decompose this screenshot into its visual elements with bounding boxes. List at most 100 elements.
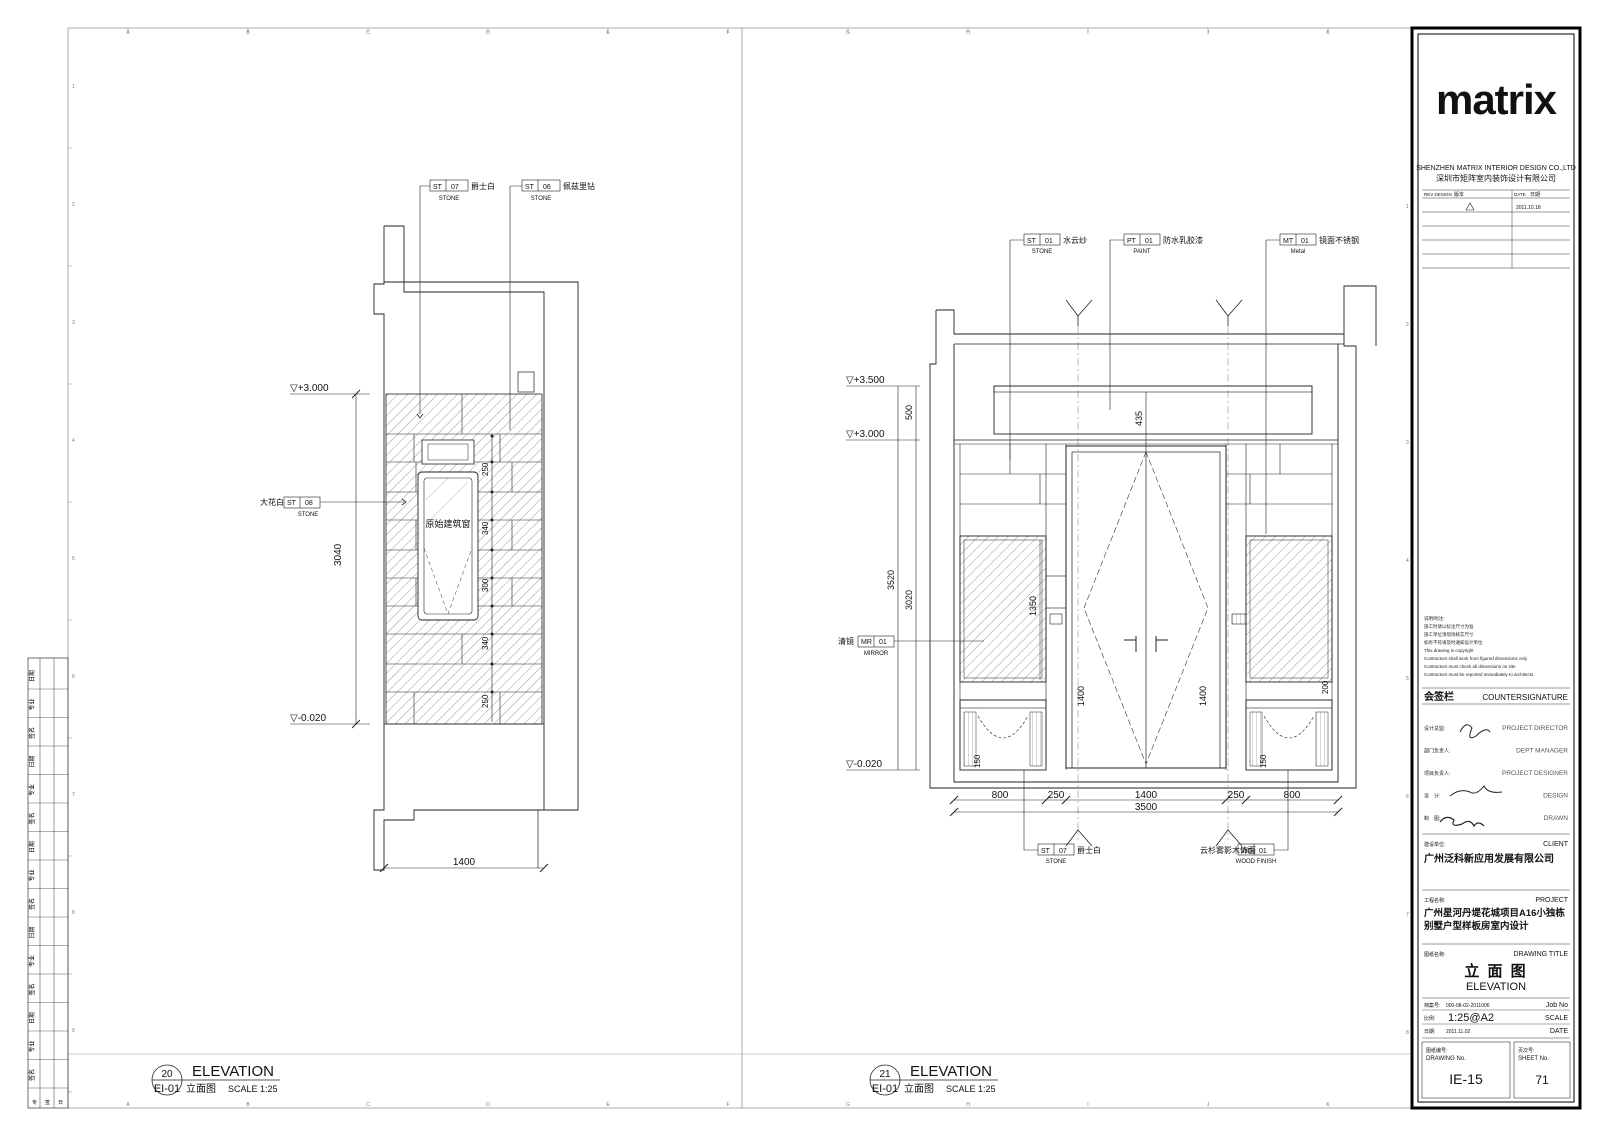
level-3000: ▽+3.000	[846, 429, 885, 440]
svg-text:STONE: STONE	[1032, 249, 1053, 255]
grid-letter-top: J	[1207, 30, 1210, 36]
grid-letter-bottom: C	[366, 1102, 370, 1108]
material-tag-st01: ST 01 水云纱 STONE	[1009, 233, 1087, 460]
grid-number: 6	[1406, 794, 1409, 800]
strip-label: 专业	[28, 869, 36, 881]
grid-letter-top: F	[726, 30, 729, 36]
svg-text:比例:: 比例:	[1424, 1015, 1435, 1022]
svg-text:ST: ST	[1041, 848, 1051, 855]
elevation-21-title: 21 EI-01 ELEVATION 立面图 SCALE 1:25	[869, 1063, 998, 1096]
grid-number: 3	[1406, 440, 1409, 446]
grid-letter-top: I	[1087, 30, 1088, 36]
strip-label: 签名	[28, 983, 36, 995]
svg-text:COUNTERSIGNATURE: COUNTERSIGNATURE	[1482, 693, 1568, 702]
sheet-number: 71	[1535, 1073, 1549, 1087]
grid-letter-bottom: E	[606, 1102, 610, 1108]
role-label-cn: 制 图:	[1424, 815, 1440, 822]
elevation-21: 435 ▽+3.500 ▽+3.000 ▽-0.020 500 3520 302…	[838, 233, 1377, 865]
svg-text:PT: PT	[1127, 238, 1137, 245]
material-tag-mt01: MT 01 镜面不锈钢 Metal	[1265, 233, 1359, 534]
role-label-cn: 设计总监:	[1424, 725, 1445, 732]
vdim-3: 300	[481, 578, 490, 592]
svg-text:REV DESIGN: REV DESIGN	[1424, 192, 1452, 197]
revision-triangle-icon	[1465, 202, 1475, 211]
note-line: Contractors shall work from figured dime…	[1424, 656, 1528, 661]
svg-text:01: 01	[1145, 238, 1153, 245]
svg-text:SCALE: SCALE	[1545, 1015, 1568, 1022]
strip-label: 专业	[28, 1040, 36, 1052]
note-line: Contractors must be reported immediately…	[1424, 672, 1534, 677]
svg-text:EI-01: EI-01	[872, 1083, 898, 1095]
level-bottom: ▽-0.020	[290, 713, 326, 724]
strip-label: 日期	[28, 1012, 36, 1024]
svg-text:150: 150	[973, 754, 982, 768]
svg-text:435: 435	[1134, 411, 1144, 426]
svg-text:150: 150	[1259, 754, 1268, 768]
svg-text:2011.11.02: 2011.11.02	[1446, 1029, 1471, 1035]
svg-text:EI-01: EI-01	[154, 1083, 180, 1095]
grid-letter-bottom: F	[726, 1102, 729, 1108]
svg-text:ELEVATION: ELEVATION	[1466, 981, 1526, 993]
svg-text:1400: 1400	[1135, 790, 1158, 801]
strip-label: 签名	[28, 898, 36, 910]
role-label-en: PROJECT DIRECTOR	[1502, 725, 1568, 732]
grid-letter-top: G	[846, 30, 850, 36]
svg-text:水云纱: 水云纱	[1063, 235, 1087, 245]
grid-number: 5	[1406, 676, 1409, 682]
grid-number: 6	[72, 674, 75, 680]
svg-text:250: 250	[1048, 790, 1065, 801]
svg-text:版本: 版本	[1454, 191, 1464, 198]
grid-letter-bottom: J	[1207, 1102, 1210, 1108]
grid-number: 4	[72, 438, 75, 444]
grid-number: 8	[72, 910, 75, 916]
window-frame	[417, 471, 479, 621]
left-signature-strip: 日期专业签名日期专业签名日期专业签名日期专业签名日期专业签名专签日	[27, 657, 69, 1109]
svg-text:立 面 图: 立 面 图	[1464, 962, 1527, 980]
grid-letter-top: C	[366, 30, 370, 36]
role-label-en: DRAWN	[1544, 815, 1569, 822]
svg-text:STONE: STONE	[531, 196, 552, 202]
role-label-en: DESIGN	[1543, 793, 1568, 800]
strip-bottom-label: 专	[32, 1099, 37, 1106]
svg-text:云杉雾影木饰面: 云杉雾影木饰面	[1200, 845, 1256, 855]
height-dim: 3040	[333, 543, 344, 566]
svg-text:07: 07	[451, 184, 459, 191]
svg-text:STONE: STONE	[439, 196, 460, 202]
role-label-cn: 部门负责人:	[1424, 748, 1450, 755]
svg-text:爵士白: 爵士白	[1077, 845, 1101, 855]
svg-text:DRAWING TITLE: DRAWING TITLE	[1514, 951, 1569, 958]
svg-text:ST: ST	[433, 184, 443, 191]
svg-text:2011.10.18: 2011.10.18	[1516, 205, 1541, 211]
svg-text:01: 01	[1259, 848, 1267, 855]
svg-text:01: 01	[1045, 238, 1053, 245]
sheet-border	[67, 27, 1581, 1109]
grid-number: 1	[72, 84, 75, 90]
svg-text:DRAWING No.: DRAWING No.	[1426, 1056, 1466, 1062]
grid-letter-top: B	[246, 30, 250, 36]
vdim-5: 250	[481, 694, 490, 708]
svg-text:ST: ST	[287, 500, 297, 507]
material-tag-st08: 大花白 ST 08 STONE	[260, 496, 407, 518]
notes-list: 说明/附注:施工时请以标注尺寸为准施工单位须现场核实尺寸如有不符请及时通知设计单…	[1424, 615, 1534, 677]
grid-number: 2	[1406, 322, 1409, 328]
elevation-20-title: 20 EI-01 ELEVATION 立面图 SCALE 1:25	[151, 1063, 280, 1096]
svg-text:000-08-02-2011006: 000-08-02-2011006	[1446, 1003, 1490, 1009]
material-tag-pt01: PT 01 防水乳胶漆 PAINT	[1109, 233, 1203, 410]
note-line: This drawing is copyright	[1424, 648, 1474, 653]
svg-text:STONE: STONE	[298, 512, 319, 518]
svg-text:MT: MT	[1283, 238, 1294, 245]
level-bottom-21: ▽-0.020	[846, 759, 882, 770]
material-tag-st06: ST 06 佩兹里钻 STONE	[509, 179, 595, 430]
svg-text:图纸编号:: 图纸编号:	[1426, 1047, 1447, 1054]
svg-text:会签栏: 会签栏	[1424, 690, 1454, 703]
svg-text:DATE: DATE	[1550, 1028, 1568, 1035]
svg-text:SHENZHEN MATRIX INTERIOR DESIG: SHENZHEN MATRIX INTERIOR DESIGN CO.,LTD	[1416, 165, 1576, 172]
vdim-1: 250	[481, 462, 490, 476]
material-tag-st07: ST 07 爵士白 STONE	[416, 179, 495, 419]
grid-number: 1	[1406, 204, 1409, 210]
svg-text:800: 800	[992, 790, 1009, 801]
grid-letter-bottom: D	[486, 1102, 490, 1108]
grid-letter-top: H	[966, 30, 970, 36]
strip-label: 签名	[28, 812, 36, 824]
strip-label: 签名	[28, 1069, 36, 1081]
